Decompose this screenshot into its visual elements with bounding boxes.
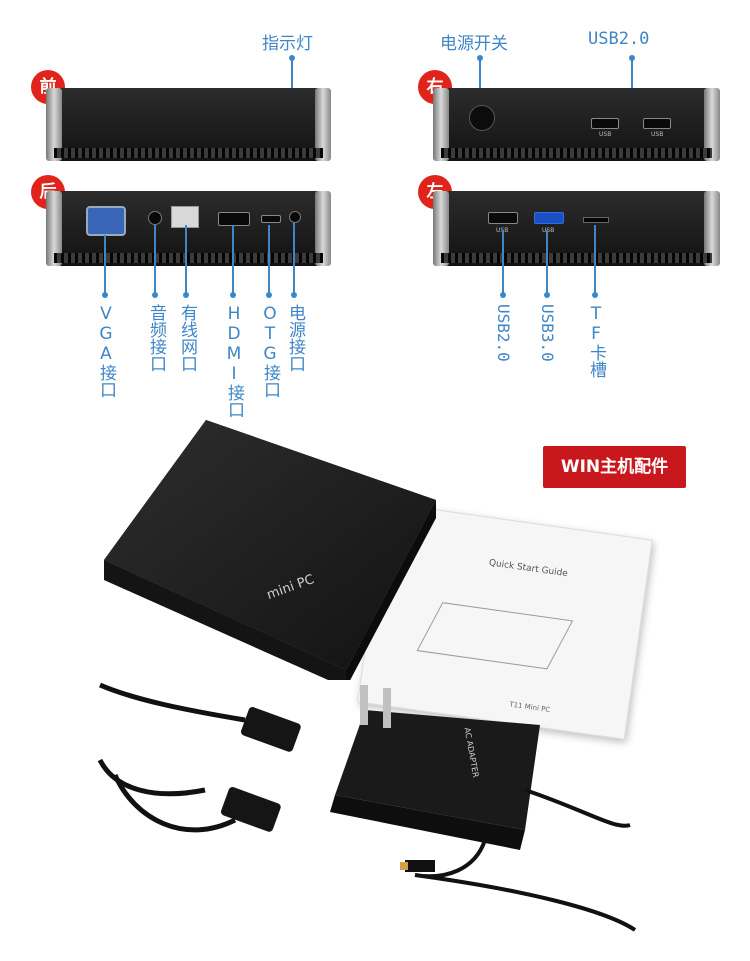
hdmi-port-icon (218, 212, 250, 226)
front-vents (54, 148, 323, 158)
back-vents (54, 253, 323, 263)
vga-label: VGA接口 (96, 304, 116, 398)
otg-label: OTG接口 (260, 304, 280, 398)
left-usb3-label: USB3.0 (538, 304, 557, 362)
left-usb3-dot (544, 292, 550, 298)
right-right-cap (704, 88, 720, 161)
hdmi-leader (232, 225, 234, 295)
usb2-port-icon (488, 212, 518, 224)
front-device-image (46, 88, 331, 161)
dc-label: 电源接口 (285, 304, 305, 372)
right-device-image: USB USB (433, 88, 720, 161)
usb3-port-icon (534, 212, 564, 224)
right-usb-label: USB2.0 (588, 29, 650, 49)
usb-port-2-tag: USB (651, 131, 664, 138)
audio-port-icon (148, 211, 162, 225)
indicator-label: 指示灯 (262, 34, 313, 54)
right-left-cap (433, 88, 449, 161)
power-switch-leader (479, 58, 481, 102)
mini-pc-image (104, 420, 436, 680)
power-adapter-image (330, 685, 637, 932)
indicator-leader (291, 58, 293, 114)
left-left-cap (433, 191, 449, 266)
front-left-cap (46, 88, 62, 161)
hdmi-dot (230, 292, 236, 298)
otg-leader (268, 225, 270, 295)
back-right-cap (315, 191, 331, 266)
usb-port-1-icon (591, 118, 619, 129)
otg-dot (266, 292, 272, 298)
front-right-cap (315, 88, 331, 161)
usb-port-2-icon (643, 118, 671, 129)
vga-port-icon (86, 206, 126, 236)
usb3-port-tag: USB (542, 227, 555, 234)
left-device-image: USB USB (433, 191, 720, 266)
left-vents (441, 253, 712, 263)
left-usb2-dot (500, 292, 506, 298)
usb-port-1-tag: USB (599, 131, 612, 138)
tf-slot-icon (583, 217, 609, 223)
back-device-image (46, 191, 331, 266)
dc-leader (293, 222, 295, 295)
right-usb-leader (631, 58, 633, 98)
ethernet-dot (183, 292, 189, 298)
audio-dot (152, 292, 158, 298)
manual-title: Quick Start Guide (488, 558, 569, 580)
hdmi-label: HDMI接口 (224, 304, 244, 418)
back-left-cap (46, 191, 62, 266)
ethernet-leader (185, 225, 187, 295)
left-right-cap (704, 191, 720, 266)
ethernet-label: 有线网口 (177, 304, 197, 372)
vga-leader (104, 235, 106, 295)
vga-dot (102, 292, 108, 298)
tf-leader (594, 225, 596, 295)
tf-dot (592, 292, 598, 298)
audio-leader (154, 225, 156, 295)
left-usb2-label: USB2.0 (494, 304, 513, 362)
left-usb3-leader (546, 230, 548, 295)
tf-label: TF卡槽 (586, 304, 606, 378)
left-usb2-leader (502, 230, 504, 295)
otg-port-icon (261, 215, 281, 223)
dc-dot (291, 292, 297, 298)
hdmi-cable-image (97, 682, 301, 833)
power-switch-label: 电源开关 (440, 34, 508, 54)
accessories-badge: WIN主机配件 (543, 446, 686, 488)
right-vents (441, 148, 712, 158)
power-button-icon (469, 105, 495, 131)
audio-label: 音频接口 (146, 304, 166, 372)
dc-power-port-icon (289, 211, 301, 223)
